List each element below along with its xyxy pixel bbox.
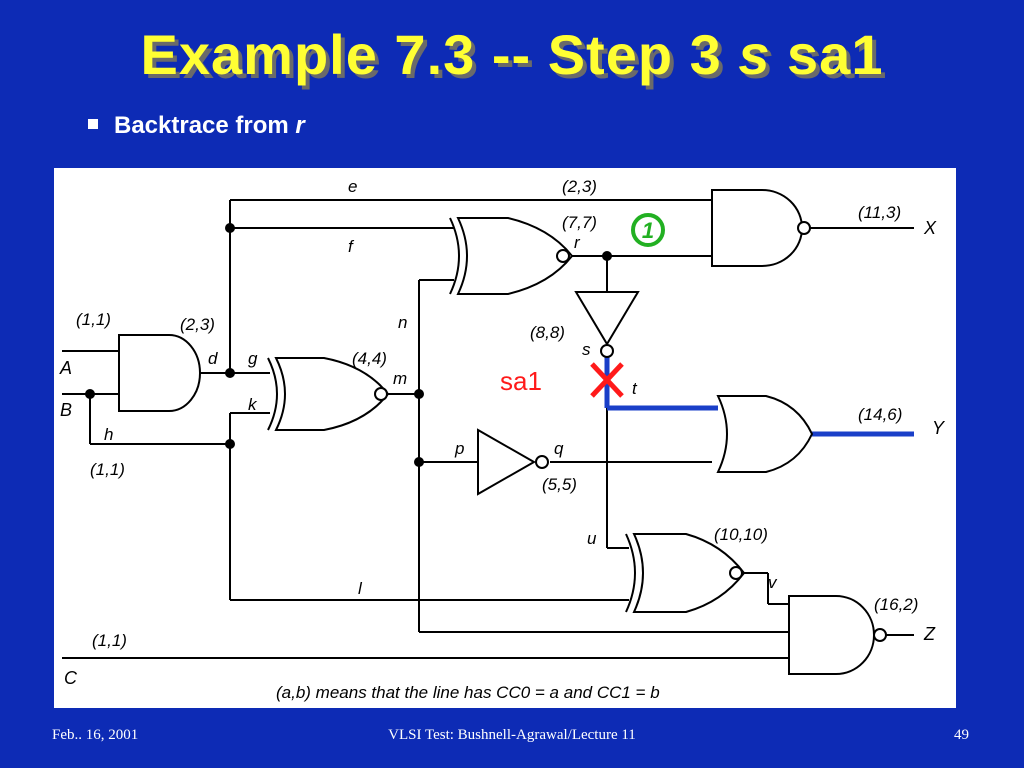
title-italic-signal: s [738, 23, 771, 86]
bullet-italic-signal: r [295, 112, 305, 139]
step-marker-number: 1 [642, 218, 654, 243]
footer-date: Feb.. 16, 2001 [52, 727, 139, 743]
input-c-label: C [64, 668, 78, 688]
nand-bubble-z [873, 628, 887, 642]
output-z-label: Z [923, 624, 936, 644]
label-t: t [632, 379, 638, 398]
label-q: q [554, 439, 564, 458]
output-x-label: X [923, 218, 937, 238]
measure-a: (1,1) [76, 310, 111, 329]
nand-gate-z [788, 595, 875, 675]
label-k: k [248, 395, 258, 414]
fault-label: sa1 [500, 366, 542, 396]
xnor-bubble-r [556, 249, 570, 263]
label-d: d [208, 349, 218, 368]
inverter-s [574, 291, 640, 346]
measure-e: (2,3) [562, 177, 597, 196]
fault-x-icon [590, 362, 624, 398]
slide-title: Example 7.3 -- Step 3 s sa1 [0, 22, 1024, 87]
label-g: g [248, 349, 258, 368]
input-a-label: A [59, 358, 72, 378]
xnor-gate-v [632, 533, 746, 613]
measure-h: (1,1) [90, 460, 125, 479]
and-gate-d [118, 334, 201, 412]
title-main: Example 7.3 -- Step 3 [140, 23, 722, 86]
step-marker-circle [631, 213, 665, 247]
junctions [85, 223, 612, 467]
diagram-caption: (a,b) means that the line has CC0 = a an… [276, 683, 660, 702]
measure-v: (10,10) [714, 525, 768, 544]
measure-x: (11,3) [858, 203, 901, 222]
measure-y: (14,6) [858, 405, 902, 424]
measure-c: (1,1) [92, 631, 127, 650]
footer-page-number: 49 [954, 727, 969, 743]
inverter-bubble-s [600, 344, 614, 358]
input-b-label: B [60, 400, 72, 420]
label-l: l [358, 579, 363, 598]
measure-s: (8,8) [530, 323, 565, 342]
gates [118, 189, 887, 675]
label-s: s [582, 340, 591, 359]
circuit-svg: 1 e f n d g k m h p q r s t u v l A B C … [59, 177, 946, 702]
nand-bubble-x [797, 221, 811, 235]
nand-gate-x [711, 189, 803, 267]
or-gate-y [716, 395, 814, 473]
measure-r: (7,7) [562, 213, 597, 232]
measure-d: (2,3) [180, 315, 215, 334]
inverter-bubble-q [535, 455, 549, 469]
title-tail: sa1 [787, 23, 884, 86]
output-y-label: Y [932, 418, 946, 438]
label-f: f [348, 237, 355, 256]
nor-gate-m [274, 357, 390, 431]
measure-z: (16,2) [874, 595, 918, 614]
label-u: u [587, 529, 597, 548]
label-n: n [398, 313, 407, 332]
bullet-text: Backtrace from [114, 112, 289, 139]
bullet-item: Backtrace from r [88, 112, 305, 140]
label-v: v [768, 573, 778, 592]
footer-center: VLSI Test: Bushnell-Agrawal/Lecture 11 [388, 727, 636, 743]
label-m: m [393, 369, 407, 388]
bullet-square-icon [88, 118, 98, 129]
label-h: h [104, 425, 113, 444]
circuit-diagram: 1 e f n d g k m h p q r s t u v l A B C … [54, 168, 956, 708]
xnor-bubble-v [729, 566, 743, 580]
xnor-gate-r [456, 217, 574, 295]
measure-m: (4,4) [352, 349, 387, 368]
label-r: r [574, 233, 581, 252]
label-p: p [454, 439, 464, 458]
inverter-q [477, 428, 537, 496]
label-e: e [348, 177, 357, 196]
nor-bubble-m [374, 387, 388, 401]
measure-q: (5,5) [542, 475, 577, 494]
